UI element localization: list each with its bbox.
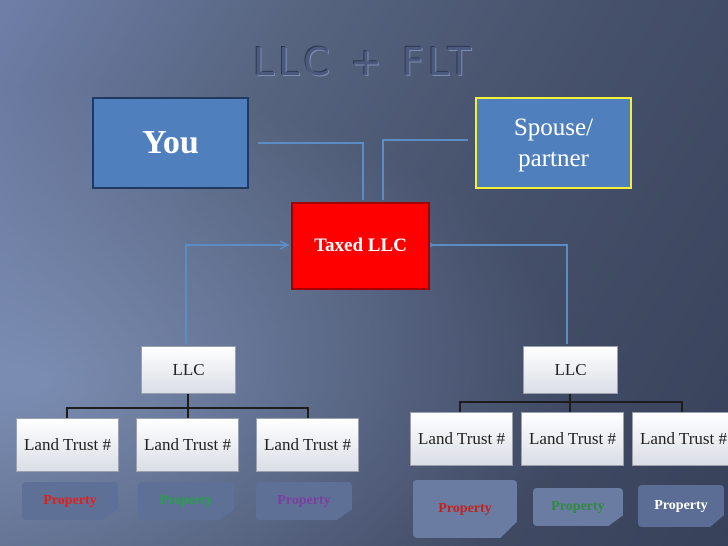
right-property-1: Property	[413, 480, 517, 538]
right-land-trust-2: Land Trust #	[521, 412, 624, 466]
left-llc-box: LLC	[141, 346, 236, 394]
right-llc-box: LLC	[523, 346, 618, 394]
left-land-trust-1: Land Trust #	[16, 418, 119, 472]
taxed-llc-box: Taxed LLC	[291, 202, 430, 290]
slide-title: LLC + FLT	[253, 40, 475, 84]
left-land-trust-3: Land Trust #	[256, 418, 359, 472]
you-box: You	[92, 97, 249, 189]
right-land-trust-3: Land Trust #	[632, 412, 728, 466]
left-property-3: Property	[256, 482, 352, 520]
right-land-trust-1: Land Trust #	[410, 412, 513, 466]
spouse-partner-box: Spouse/ partner	[475, 97, 632, 189]
left-property-1: Property	[22, 482, 118, 520]
left-land-trust-2: Land Trust #	[136, 418, 239, 472]
right-llc-to-taxed-line	[433, 245, 568, 344]
right-property-3: Property	[638, 485, 724, 527]
left-property-2: Property	[138, 482, 234, 520]
left-llc-to-taxed-line	[185, 245, 288, 344]
right-property-2: Property	[533, 488, 623, 526]
spouse-to-llc-line	[382, 139, 468, 200]
you-to-llc-line	[258, 142, 364, 200]
